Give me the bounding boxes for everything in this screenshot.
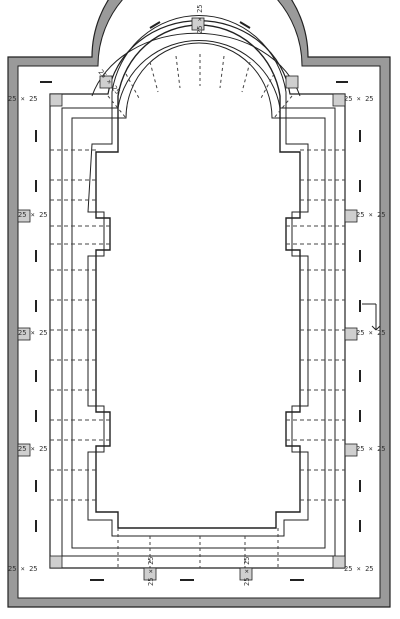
mid-wall-outline-2 [61,40,336,557]
pier-block [49,93,63,107]
pier-label: 25 × 25 [356,211,386,219]
bottom-aisle-ticks [117,528,279,568]
right-aisle-dashes [286,149,345,501]
pier-block [191,17,205,31]
pier-label: 25 × 25 [344,95,374,103]
pier-block [332,93,346,107]
apse-radial-lines [107,54,293,119]
pier-label: 25 × 25 [196,4,204,34]
pier-block [17,209,31,223]
pier-label: 25 × 25 [18,445,48,453]
nave-outline [95,24,301,529]
pier-block [99,75,113,89]
pier-label: 25 × 25 [18,211,48,219]
left-aisle-dashes [50,149,110,501]
pier-label: 25 × 25 [8,95,38,103]
pier-blocks [17,17,358,581]
mid-wall-outline-3 [71,42,326,549]
pier-block [344,443,358,457]
pier-label: 25 × 25 [356,445,386,453]
pier-block [344,327,358,341]
apse-ring-outer [91,32,301,97]
pier-label: 25 × 25 [18,329,48,337]
outer-wall-slots [35,21,361,581]
outer-wall-inner-face [17,0,381,599]
pier-label: 25 × 25 [356,329,386,337]
pier-block [17,327,31,341]
pier-block [332,555,346,569]
right-annotation-mark [362,303,381,331]
pier-block [285,75,299,89]
pier-block [49,555,63,569]
pier-block [143,567,157,581]
pier-label: 25 × 25 [243,556,251,586]
pier-block [239,567,253,581]
pier-label: 25 × 25 [8,565,38,573]
pier-label: 25 × 25 [147,556,155,586]
nave-outline-inner [87,15,309,537]
pier-block [344,209,358,223]
pier-block [17,443,31,457]
pier-label: 25 × 25 [344,565,374,573]
